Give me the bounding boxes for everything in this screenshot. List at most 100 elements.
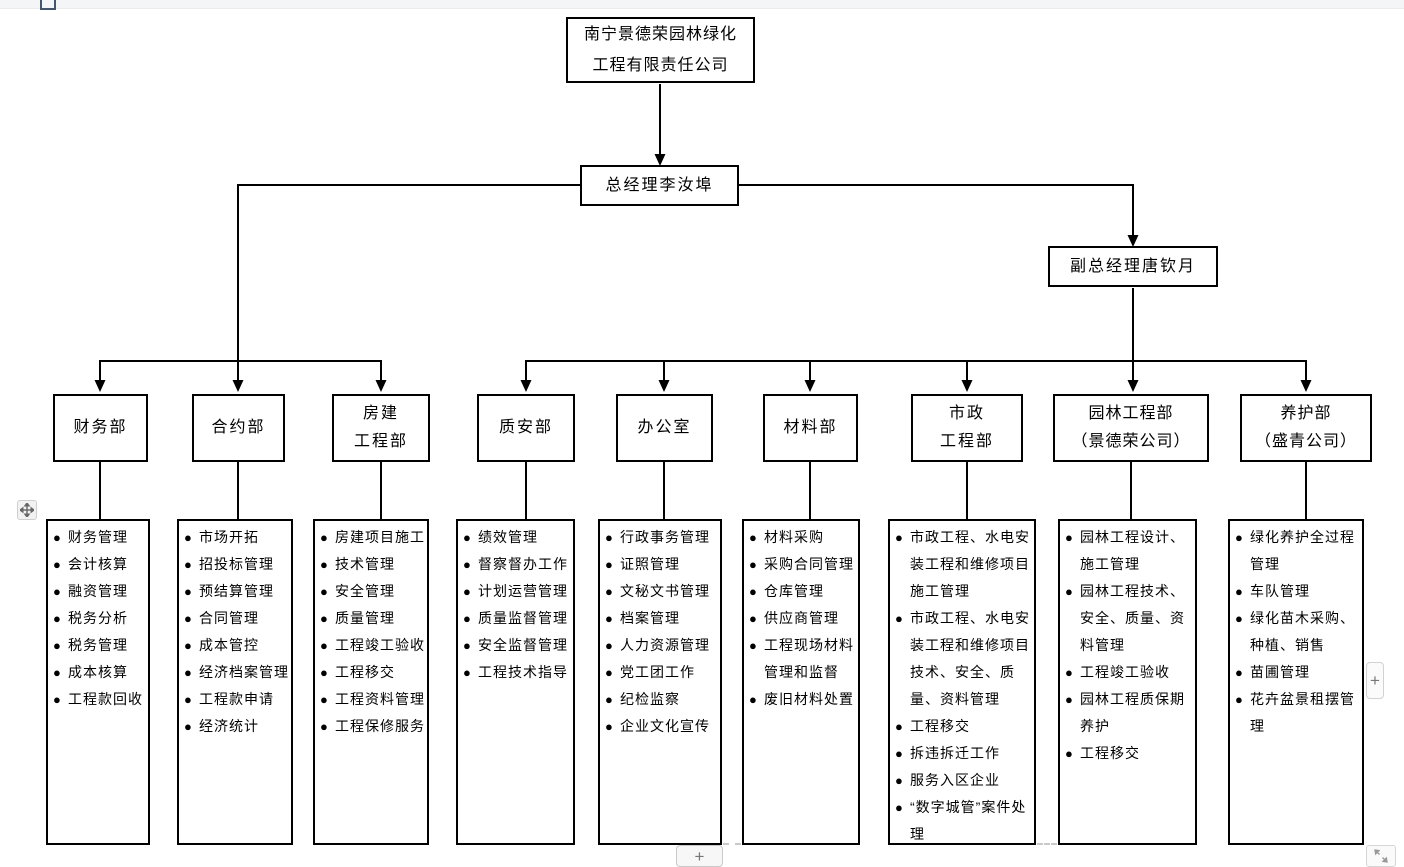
bullet-icon: ● [605, 611, 614, 626]
dept-list-quality-safety: ●绩效管理●督察督办工作●计划运营管理●质量监督管理●安全监督管理●工程技术指导 [456, 519, 575, 845]
list-item: ●经济档案管理 [184, 659, 290, 686]
bullet-icon: ● [895, 719, 904, 734]
dept-box-maintenance: 养护部 （盛青公司） [1240, 394, 1372, 462]
list-item: ●市政工程、水电安装工程和维修项目施工管理 [895, 524, 1033, 605]
list-item: ●工程移交 [320, 659, 426, 686]
bullet-icon: ● [605, 665, 614, 680]
bullet-icon: ● [53, 530, 62, 545]
list-item: ● 党工团工作 [605, 659, 719, 686]
list-item: ● 财务管理 [53, 524, 147, 551]
list-item-text: 园林工程技术、安全、质量、资料管理 [1080, 583, 1185, 653]
table-resize-handle[interactable] [1366, 845, 1396, 867]
list-item-text: 花卉盆景租摆管理 [1250, 691, 1355, 734]
list-item-text: 党工团工作 [620, 664, 695, 680]
dept-list-materials: ●材料采购●采购合同管理●仓库管理●供应商管理●工程现场材料管理和监督●废旧材料… [742, 519, 860, 845]
list-item: ●纪检监察 [605, 686, 719, 713]
list-item-text: 工程移交 [1080, 745, 1140, 761]
bullet-icon: ● [749, 584, 758, 599]
list-item-text: 园林工程质保期养护 [1080, 691, 1185, 734]
table-gridline-dash [1037, 843, 1057, 845]
bullet-icon: ● [184, 719, 193, 734]
list-item-text: 档案管理 [620, 610, 680, 626]
table-gridline-dash [723, 843, 741, 845]
bullet-icon: ● [895, 800, 904, 815]
list-item-text: 合同管理 [199, 610, 259, 626]
bullet-icon: ● [1065, 692, 1074, 707]
list-item-text: 绿化养护全过程管理 [1250, 529, 1355, 572]
dept-box-finance: 财务部 [53, 394, 148, 462]
list-item: ● 工程款申请 [184, 686, 290, 713]
bullet-icon: ● [605, 638, 614, 653]
list-item-text: 车队管理 [1250, 583, 1310, 599]
bullet-icon: ● [184, 692, 193, 707]
list-item-text: 财务管理 [68, 529, 128, 545]
list-item: ●绿化苗木采购、种植、销售 [1235, 605, 1361, 659]
list-item-text: 房建项目施工 [335, 529, 425, 545]
bullet-icon: ● [53, 611, 62, 626]
list-item: ●融资管理 [53, 578, 147, 605]
add-row-button[interactable]: + [676, 845, 723, 867]
list-item-text: 材料采购 [764, 529, 824, 545]
dept-label: 材料部 [783, 419, 838, 436]
add-column-button[interactable]: + [1366, 662, 1384, 699]
bullet-icon: ● [53, 638, 62, 653]
list-item: ●质量管理 [320, 605, 426, 632]
list-item: ● 园林工程质保期养护 [1065, 686, 1194, 740]
list-item: ●企业文化宣传 [605, 713, 719, 740]
dept-list-finance: ●财务管理●会计核算●融资管理●税务分析●税务管理●成本核算●工程款回收 [46, 519, 150, 845]
general-manager-box: 总经理李汝埠 [580, 165, 739, 206]
list-item: ● 招投标管理 [184, 551, 290, 578]
bullet-icon: ● [1065, 665, 1074, 680]
deputy-general-manager-label: 副总经理唐钦月 [1069, 257, 1196, 275]
list-item: ●废旧材料处置 [749, 686, 857, 713]
bullet-icon: ● [463, 638, 472, 653]
bullet-icon: ● [605, 692, 614, 707]
dept-box-landscape-engineering: 园林工程部 （景德荣公司） [1053, 394, 1209, 462]
bullet-icon: ● [749, 530, 758, 545]
list-item-text: 供应商管理 [764, 610, 839, 626]
dept-label: 质安部 [498, 419, 553, 436]
diagonal-resize-icon [1374, 849, 1388, 863]
dept-list-contract: ●市场开拓●招投标管理●预结算管理●合同管理●成本管控●经济档案管理●工程款申请… [177, 519, 293, 845]
bullet-icon: ● [1235, 665, 1244, 680]
list-item: ●证照管理 [605, 551, 719, 578]
list-item-text: 工程款申请 [199, 691, 274, 707]
list-item: ●房建项目施工 [320, 524, 426, 551]
bullet-icon: ● [184, 584, 193, 599]
dept-list-housing-engineering: ●房建项目施工●技术管理●安全管理●质量管理●工程竣工验收●工程移交●工程资料管… [313, 519, 429, 845]
dept-label: 园林工程部 （景德荣公司） [1071, 405, 1191, 450]
bullet-icon: ● [320, 665, 329, 680]
list-item-text: 成本核算 [68, 664, 128, 680]
list-item: ●工程移交 [895, 713, 1033, 740]
dept-label: 养护部 （盛青公司） [1254, 405, 1357, 450]
list-item-text: 行政事务管理 [620, 529, 710, 545]
list-item-text: 招投标管理 [199, 556, 274, 572]
bullet-icon: ● [184, 557, 193, 572]
table-move-handle-icon[interactable] [17, 500, 37, 520]
bullet-icon: ● [895, 530, 904, 545]
list-item: ●安全监督管理 [463, 632, 572, 659]
dept-box-quality-safety: 质安部 [477, 394, 575, 462]
list-item: ●工程技术指导 [463, 659, 572, 686]
deputy-general-manager-box: 副总经理唐钦月 [1048, 246, 1218, 287]
bullet-icon: ● [184, 665, 193, 680]
general-manager-label: 总经理李汝埠 [605, 176, 714, 194]
list-item: ●工程竣工验收 [320, 632, 426, 659]
dept-label: 合约部 [211, 419, 266, 436]
list-item: ●市政工程、水电安装工程和维修项目技术、安全、质量、资料管理 [895, 605, 1033, 713]
list-item-text: 质量监督管理 [478, 610, 568, 626]
dept-box-municipal-engineering: 市政 工程部 [911, 394, 1023, 462]
bullet-icon: ● [605, 719, 614, 734]
list-item-text: 仓库管理 [764, 583, 824, 599]
list-item-text: 工程保修服务 [335, 718, 425, 734]
list-item-text: 税务分析 [68, 610, 128, 626]
bullet-icon: ● [1235, 611, 1244, 626]
list-item-text: 税务管理 [68, 637, 128, 653]
list-item: ●安全管理 [320, 578, 426, 605]
list-item-text: 工程技术指导 [478, 664, 568, 680]
list-item: ● 税务管理 [53, 632, 147, 659]
list-item: ●工程移交 [1065, 740, 1194, 767]
bullet-icon: ● [320, 611, 329, 626]
bullet-icon: ● [749, 692, 758, 707]
list-item: ● 材料采购 [749, 524, 857, 551]
